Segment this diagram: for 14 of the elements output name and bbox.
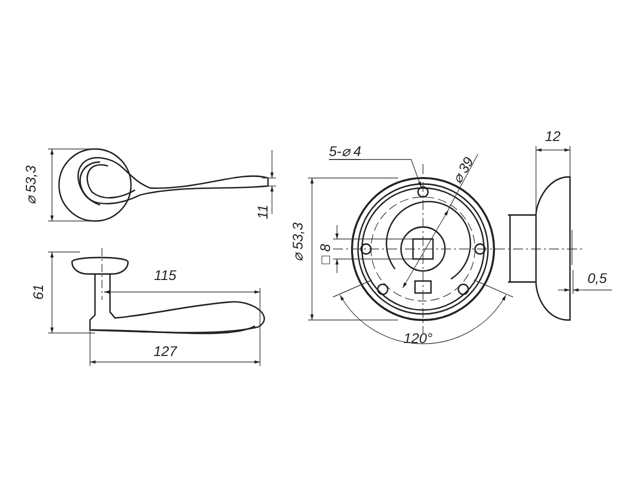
dimension-value: 12 (545, 128, 561, 144)
diameter-dimension: ⌀ 39 (448, 154, 476, 186)
dimension-value: 0,5 (588, 270, 607, 286)
mounting-hole (417, 186, 429, 198)
diameter-dimension: ⌀ 53,3 (22, 165, 38, 205)
callout-text: 5-⌀ 4 (329, 142, 362, 160)
dimension-value: 11 (254, 204, 270, 220)
angle-dimension: 120° (404, 330, 432, 346)
dimension-value: □ 8 (317, 244, 334, 264)
dimension-value: 61 (30, 284, 46, 300)
dimension-value: 115 (154, 267, 176, 283)
dimension-value: 127 (154, 343, 177, 359)
leader-line (360, 159, 422, 188)
diameter-dimension: ⌀ 53,3 (289, 222, 306, 262)
